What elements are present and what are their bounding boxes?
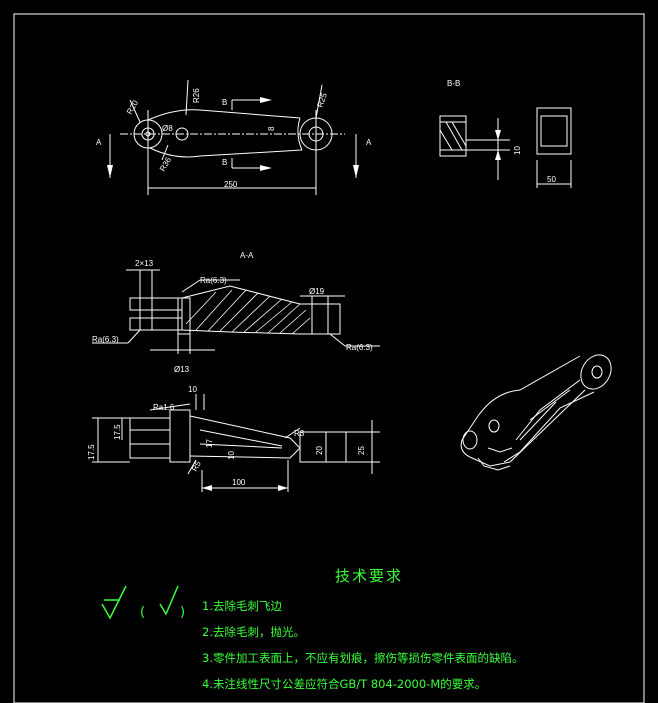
bb-dim-10: 10 bbox=[513, 146, 522, 155]
arrow-b-top: B bbox=[222, 98, 227, 107]
lever-bottom-edge bbox=[149, 147, 303, 158]
front-dim-10v: 10 bbox=[227, 451, 236, 460]
tech-requirement-4: 4.未注线性尺寸公差应符合GB/T 804-2000-M的要求。 bbox=[202, 677, 487, 691]
dim-r26: R26 bbox=[192, 88, 201, 103]
roughness-symbol bbox=[101, 585, 179, 620]
aa-title: A-A bbox=[240, 251, 254, 260]
tech-requirement-1: 1.去除毛刺飞边 bbox=[202, 599, 282, 613]
top-view bbox=[107, 79, 359, 195]
aa-dim-phi13: Ø13 bbox=[174, 365, 190, 374]
front-dim-r5: R5 bbox=[190, 459, 203, 473]
front-dim-100: 100 bbox=[232, 478, 246, 487]
front-view bbox=[92, 394, 380, 492]
front-dim-20: 20 bbox=[315, 446, 324, 455]
front-dim-17-5a: 17.5 bbox=[113, 424, 122, 440]
aa-dim-2x13: 2×13 bbox=[135, 259, 154, 268]
roughness-paren-open: ( bbox=[140, 605, 145, 620]
front-dim-r3: R3 bbox=[294, 429, 305, 438]
dim-phi8: Ø8 bbox=[162, 124, 173, 133]
bb-dim-50: 50 bbox=[547, 175, 556, 184]
dim-250: 250 bbox=[224, 180, 238, 189]
tech-requirements-title: 技术要求 bbox=[334, 567, 403, 585]
front-dim-17-5b: 17.5 bbox=[87, 444, 96, 460]
front-ra: Ra1.6 bbox=[153, 403, 175, 412]
front-dim-10: 10 bbox=[188, 385, 197, 394]
bb-title: B-B bbox=[447, 79, 460, 88]
bb-section-view bbox=[439, 107, 572, 188]
isometric-view bbox=[460, 354, 612, 471]
front-dim-25: 25 bbox=[357, 446, 366, 455]
aa-roughness-3: Ra(6.3) bbox=[346, 343, 373, 352]
roughness-paren-close: ) bbox=[180, 605, 185, 620]
tech-requirement-2: 2.去除毛刺，抛光。 bbox=[202, 625, 305, 639]
front-dim-17: 17 bbox=[205, 439, 214, 448]
tech-requirement-3: 3.零件加工表面上，不应有划痕，擦伤等损伤零件表面的缺陷。 bbox=[202, 651, 524, 665]
drawing-border bbox=[13, 13, 645, 703]
dim-r36: R36 bbox=[158, 155, 173, 173]
arrow-b-bottom: B bbox=[222, 158, 227, 167]
aa-roughness-1: Ra(6.3) bbox=[200, 276, 227, 285]
lever-top-edge bbox=[147, 109, 301, 121]
aa-section-view bbox=[92, 269, 380, 354]
dim-8: 8 bbox=[267, 126, 276, 131]
aa-roughness-2: Ra(6.3) bbox=[92, 335, 119, 344]
arrow-a-left: A bbox=[96, 138, 102, 147]
dim-r25: R25 bbox=[315, 91, 329, 108]
arrow-a-right: A bbox=[366, 138, 372, 147]
aa-dim-phi19: Ø19 bbox=[309, 287, 325, 296]
dim-r20: R20 bbox=[125, 98, 140, 116]
